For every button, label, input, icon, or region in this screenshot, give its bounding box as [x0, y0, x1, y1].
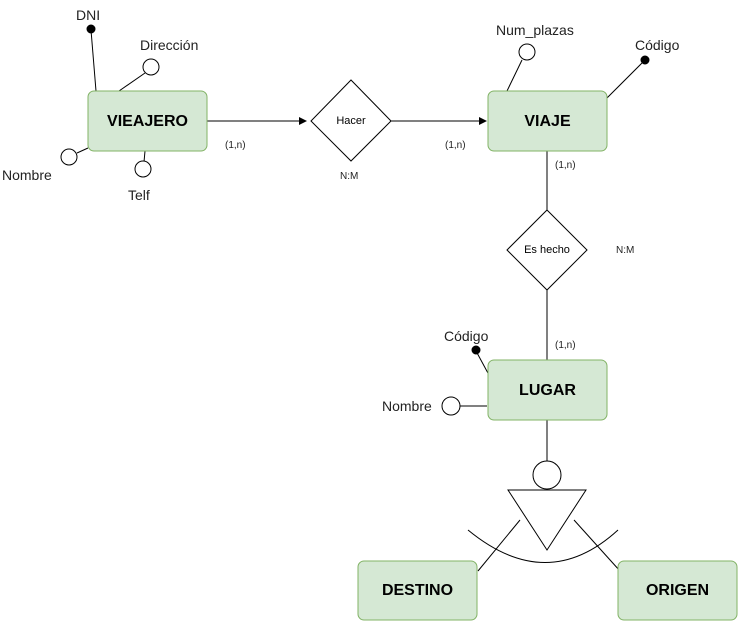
- specialization-triangle: [507, 489, 587, 551]
- lugar-attr-codigo: Código: [444, 328, 489, 344]
- nombre-marker: [60, 148, 78, 166]
- hacer-type: N:M: [340, 171, 358, 182]
- es-hecho-card-top: (1,n): [555, 160, 576, 171]
- entity-origen[interactable]: ORIGEN: [617, 560, 738, 621]
- entity-destino[interactable]: DESTINO: [357, 560, 478, 621]
- relationship-es-hecho[interactable]: Es hecho: [506, 209, 588, 291]
- hacer-card-left: (1,n): [225, 140, 246, 151]
- telf-marker: [134, 160, 152, 178]
- entity-destino-label: DESTINO: [382, 582, 453, 599]
- relationship-es-hecho-label: Es hecho: [524, 244, 570, 256]
- num-plazas-marker: [518, 43, 536, 61]
- viajero-attr-dni: DNI: [76, 7, 100, 23]
- direccion-marker: [142, 58, 160, 76]
- viajero-attr-telf: Telf: [128, 187, 150, 203]
- lugar-codigo-connector: [475, 350, 490, 376]
- nombre-connector: [76, 147, 89, 154]
- entity-viajero[interactable]: VIEAJERO: [87, 90, 208, 152]
- viaje-codigo-key-marker: [640, 55, 650, 65]
- spec-origen-connector: [573, 519, 621, 572]
- viaje-codigo-connector: [606, 60, 645, 99]
- entity-viaje-label: VIAJE: [524, 113, 571, 130]
- viajero-attr-nombre: Nombre: [2, 167, 52, 183]
- viaje-attr-codigo: Código: [635, 37, 680, 53]
- lugar-attr-nombre: Nombre: [382, 398, 432, 414]
- dni-key-marker: [86, 24, 96, 34]
- num-plazas-connector: [506, 59, 523, 92]
- entity-origen-label: ORIGEN: [646, 582, 709, 599]
- spec-destino-connector: [477, 519, 521, 572]
- specialization-arc: [467, 529, 619, 563]
- relationship-hacer[interactable]: Hacer: [310, 79, 392, 162]
- relationship-hacer-label: Hacer: [336, 115, 366, 127]
- viaje-attr-num-plazas: Num_plazas: [496, 22, 574, 38]
- dni-connector: [90, 29, 97, 92]
- specialization-circle: [532, 460, 562, 490]
- entity-lugar[interactable]: LUGAR: [487, 359, 608, 421]
- entity-viajero-label: VIEAJERO: [107, 113, 188, 130]
- direccion-connector: [118, 72, 146, 92]
- lugar-codigo-key-marker: [471, 345, 481, 355]
- lugar-nombre-marker: [441, 396, 461, 416]
- hacer-card-right: (1,n): [445, 140, 466, 151]
- entity-lugar-label: LUGAR: [519, 382, 576, 399]
- es-hecho-type: N:M: [616, 245, 634, 256]
- entity-viaje[interactable]: VIAJE: [487, 90, 608, 152]
- es-hecho-card-bottom: (1,n): [555, 340, 576, 351]
- telf-connector: [143, 150, 146, 163]
- viajero-attr-direccion: Dirección: [140, 37, 198, 53]
